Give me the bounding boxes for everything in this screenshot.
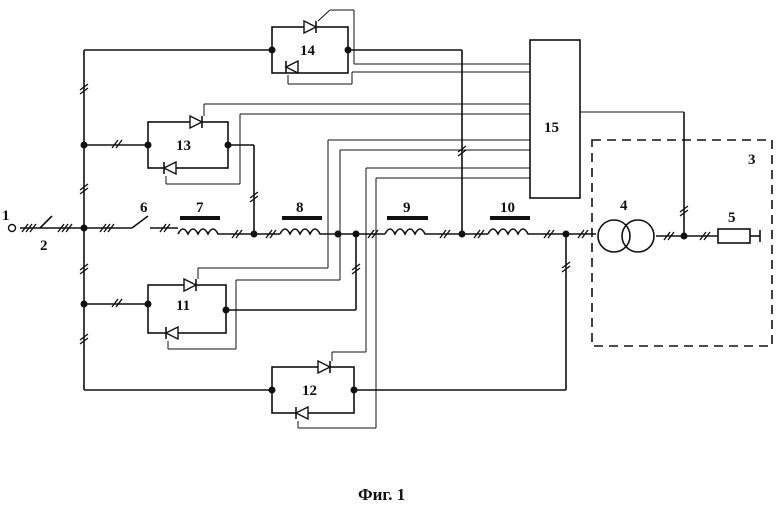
label-13: 13: [176, 138, 191, 154]
label-6: 6: [140, 200, 148, 216]
reactor-8: [280, 218, 324, 234]
main-bus: [20, 228, 760, 242]
thyristor-unit-11: [145, 234, 357, 339]
load-5: [718, 229, 750, 243]
label-2: 2: [40, 238, 48, 254]
transformer-4: [598, 220, 654, 252]
figure-caption: Фиг. 1: [358, 485, 405, 504]
label-12: 12: [302, 383, 317, 399]
label-7: 7: [196, 200, 204, 216]
label-11: 11: [176, 298, 190, 314]
label-8: 8: [296, 200, 304, 216]
reactor-10: [488, 218, 532, 234]
reactor-7: [178, 218, 222, 234]
label-15: 15: [544, 120, 559, 136]
control-unit-15: [530, 40, 580, 198]
main-switch-2: [40, 216, 52, 228]
label-14: 14: [300, 43, 316, 59]
label-3: 3: [748, 152, 756, 168]
label-10: 10: [500, 200, 515, 216]
switch-6: [132, 216, 148, 228]
terminal-1: [9, 225, 16, 232]
label-4: 4: [620, 198, 628, 214]
reactor-9: [385, 218, 430, 234]
label-1: 1: [2, 208, 10, 224]
label-5: 5: [728, 210, 736, 226]
label-9: 9: [403, 200, 411, 216]
